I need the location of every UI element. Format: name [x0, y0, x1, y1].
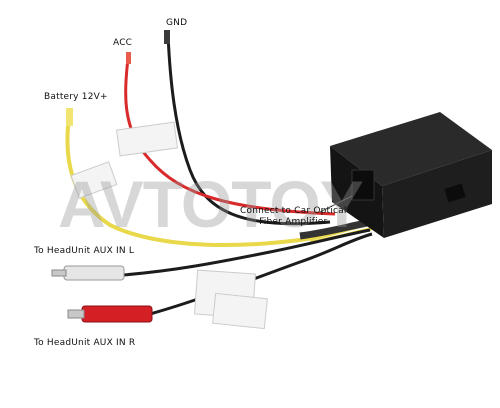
acc-wire-tag [115, 121, 179, 157]
gnd-wire [166, 33, 331, 226]
gnd-label: GND [166, 18, 188, 28]
connect-label-line2: Fiber Amplifier [259, 217, 328, 227]
acc-label: ACC [113, 38, 133, 48]
aux-cable-tag-2 [212, 292, 268, 330]
amplifier-box-port [444, 183, 466, 203]
aux-right-cable [149, 232, 373, 316]
amplifier-box-side [382, 150, 492, 238]
aux-right-rca-body [81, 305, 153, 323]
connect-label: Connect to Car Optical Fiber Amplifier [240, 206, 347, 228]
aux-left-rca-pin [51, 269, 67, 277]
amplifier-box-top [330, 112, 492, 186]
aux-left-label: To HeadUnit AUX IN L [34, 246, 135, 256]
acc-wire [124, 57, 336, 216]
battery-wire [65, 109, 361, 247]
aux-right-rca-pin [67, 309, 85, 319]
battery-label: Battery 12V+ [44, 92, 108, 102]
aux-left-rca-body [63, 265, 125, 281]
gnd-wire-tip [164, 30, 170, 44]
battery-wire-tag [70, 161, 118, 199]
acc-wire-tip [126, 52, 131, 64]
aux-right-label: To HeadUnit AUX IN R [34, 338, 136, 348]
watermark-logo: AVTOTOY [58, 167, 364, 241]
connect-label-line1: Connect to Car Optical [240, 206, 347, 216]
connect-pointer-line [319, 195, 353, 213]
aux-left-cable [109, 228, 371, 278]
amplifier-box-connector [351, 169, 375, 201]
battery-wire-tip [66, 108, 73, 126]
